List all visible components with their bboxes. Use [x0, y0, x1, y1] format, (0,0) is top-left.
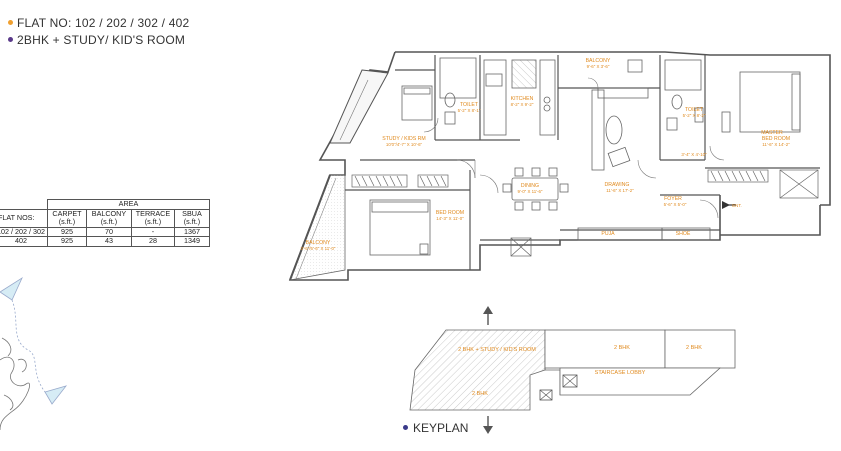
carpet-header: CARPET (s.ft.)	[46, 208, 87, 228]
keyplan-title: KEYPLAN	[403, 421, 468, 435]
interior-walls	[345, 55, 820, 270]
puja-shoe-racks	[577, 227, 711, 241]
kitchen-label: KITCHEN	[511, 96, 534, 102]
flat-bullet-icon	[8, 20, 13, 25]
keyplan-bullet-icon	[403, 425, 408, 430]
balcony-side-dim: 3'-6"/6'-6" X 11'-0"	[301, 246, 336, 251]
puja-label: PUJA	[601, 231, 615, 237]
entry-label: ENT.	[732, 203, 742, 208]
table-header-row: FLAT NOS: CARPET (s.ft.) BALCONY (s.ft.)…	[0, 208, 210, 228]
toilet-fixtures	[439, 57, 704, 131]
drawing-dim: 11'-6" X 17'-2"	[606, 188, 634, 193]
unit-type-heading: 2BHK + STUDY/ KID'S ROOM	[8, 33, 185, 47]
wardrobe-units	[351, 169, 819, 257]
master-dim: 11'-6" X 14'-2"	[762, 142, 790, 147]
study-dim: 10'0"/4'-7" X 10'-6"	[386, 142, 423, 147]
flat-number-text: FLAT NO: 102 / 202 / 302 / 402	[17, 16, 190, 30]
entry-arrow-icon	[722, 201, 736, 209]
sofa-set	[591, 87, 649, 171]
dining-label: DINING	[521, 183, 539, 189]
toilet1-dim: 5'-2" X 8'-1"	[458, 108, 481, 113]
study-window-frame	[329, 69, 389, 144]
type-bullet-icon	[8, 37, 13, 42]
bed-furniture	[369, 71, 801, 256]
balcony-top-label: BALCONY	[586, 58, 611, 64]
kitchen-dim: 8'-2" X 9'-2"	[511, 102, 534, 107]
balcony-header: BALCONY (s.ft.)	[85, 208, 132, 228]
side-balcony-outline	[289, 174, 346, 281]
dining-table	[502, 167, 569, 211]
area-table: AREA FLAT NOS: CARPET (s.ft.) BALCONY (s…	[0, 199, 210, 247]
keyplan-diagram	[409, 306, 736, 434]
sbua-header: SBUA (s.ft.)	[173, 208, 210, 228]
sbua-cell: 1349	[173, 236, 210, 247]
toilet2-dim: 5'-2" X 8'-2"	[683, 113, 706, 118]
flat-number-heading: FLAT NO: 102 / 202 / 302 / 402	[8, 16, 189, 30]
dining-dim: 9'-0" X 11'-6"	[518, 189, 543, 194]
keyplan-title-text: KEYPLAN	[413, 421, 469, 435]
keyplan-highlight-label: 2 BHK + STUDY / KID'S ROOM	[458, 347, 536, 353]
keyplan-unit-c-label: 2 BHK	[686, 345, 702, 351]
door-swings	[423, 77, 725, 219]
keyplan-unit-b-label: 2 BHK	[614, 345, 630, 351]
table-row: 402 925 43 28 1349	[0, 236, 210, 247]
study-label: STUDY / KIDS RM	[382, 136, 425, 142]
paper-plane-illustration	[0, 276, 68, 431]
unit-type-text: 2BHK + STUDY/ KID'S ROOM	[17, 33, 186, 47]
shoe-label: SHOE	[676, 231, 691, 237]
foyer-dim: 5'-6" X 5'-0"	[664, 202, 687, 207]
master-label: MASTER	[761, 130, 783, 136]
keyplan-lobby-label: STAIRCASE LOBBY	[595, 370, 646, 376]
bedroom-label: BED ROOM	[436, 210, 464, 216]
balcony-top-dim: 9'-6" X 3'-6"	[587, 64, 610, 69]
foyer-label: FOYER	[664, 196, 682, 202]
balcony-side-label: BALCONY	[306, 240, 331, 246]
terrace-header: TERRACE (s.ft.)	[130, 208, 175, 228]
drawing-label: DRAWING	[605, 182, 630, 188]
toilet2-label: TOILET	[685, 107, 704, 113]
master-label-2: BED ROOM	[762, 136, 790, 142]
keyplan-unit-a-label: 2 BHK	[472, 391, 488, 397]
kitchen-counter	[483, 59, 556, 136]
passage-dim: 3'-4" X 4'-10"	[681, 152, 707, 157]
toilet1-label: TOILET	[460, 102, 479, 108]
bedroom-dim: 14'-3" X 11'-0"	[436, 216, 464, 221]
